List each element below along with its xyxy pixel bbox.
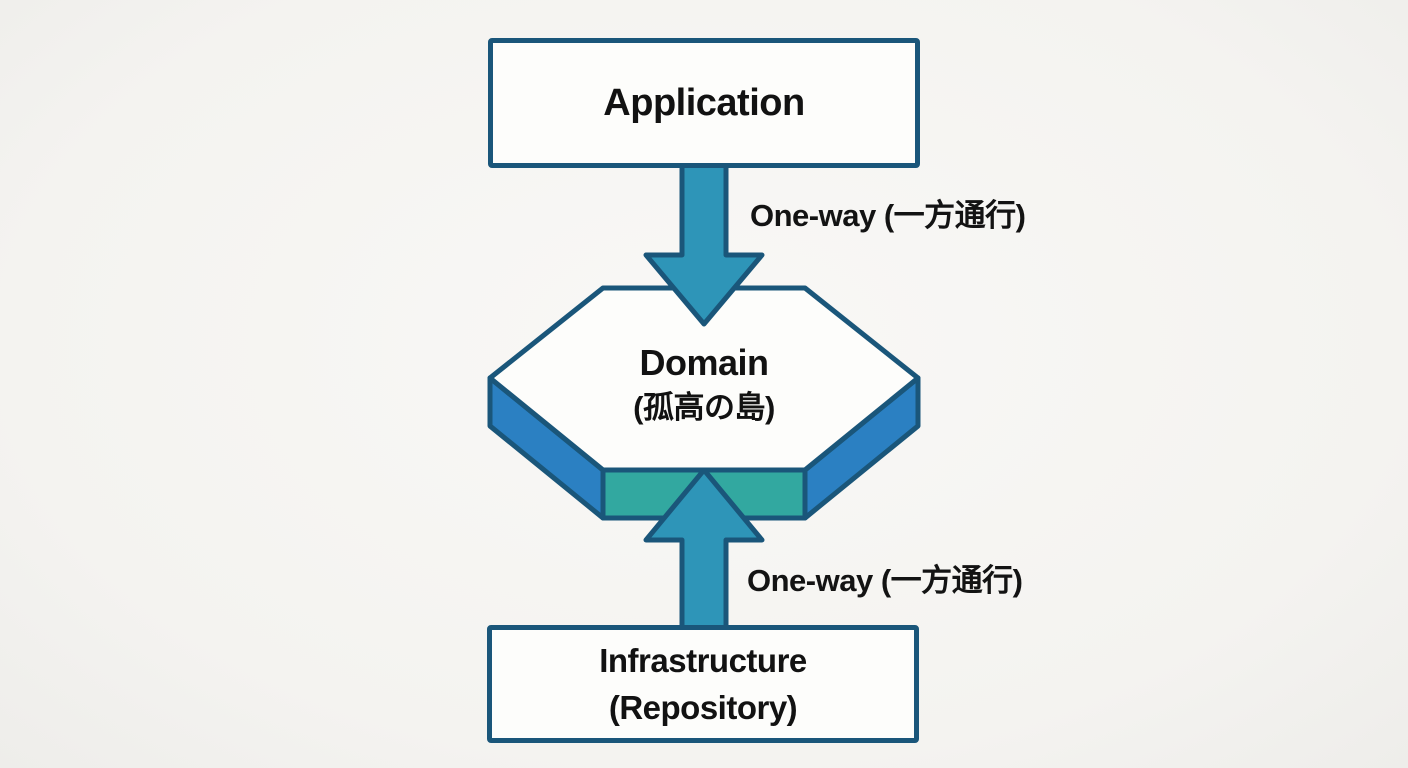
infrastructure-node: Infrastructure (Repository) [487,625,919,743]
application-node-label: Application [603,81,805,124]
app-to-domain-arrow-label: One-way (一方通行) [750,198,1026,233]
app-to-domain-arrow [643,159,765,327]
infra-to-domain-arrow-label: One-way (一方通行) [747,563,1023,598]
domain-node-label: Domain (孤高の島) [493,340,915,430]
application-node: Application [488,38,920,168]
domain-node-title: Domain [639,342,769,383]
infra-to-domain-arrow [643,467,765,635]
infrastructure-node-title: Infrastructure [599,642,807,679]
domain-hexagon-face [487,285,921,473]
domain-node-subtitle: (孤高の島) [633,390,775,425]
infrastructure-node-subtitle: (Repository) [608,689,798,726]
